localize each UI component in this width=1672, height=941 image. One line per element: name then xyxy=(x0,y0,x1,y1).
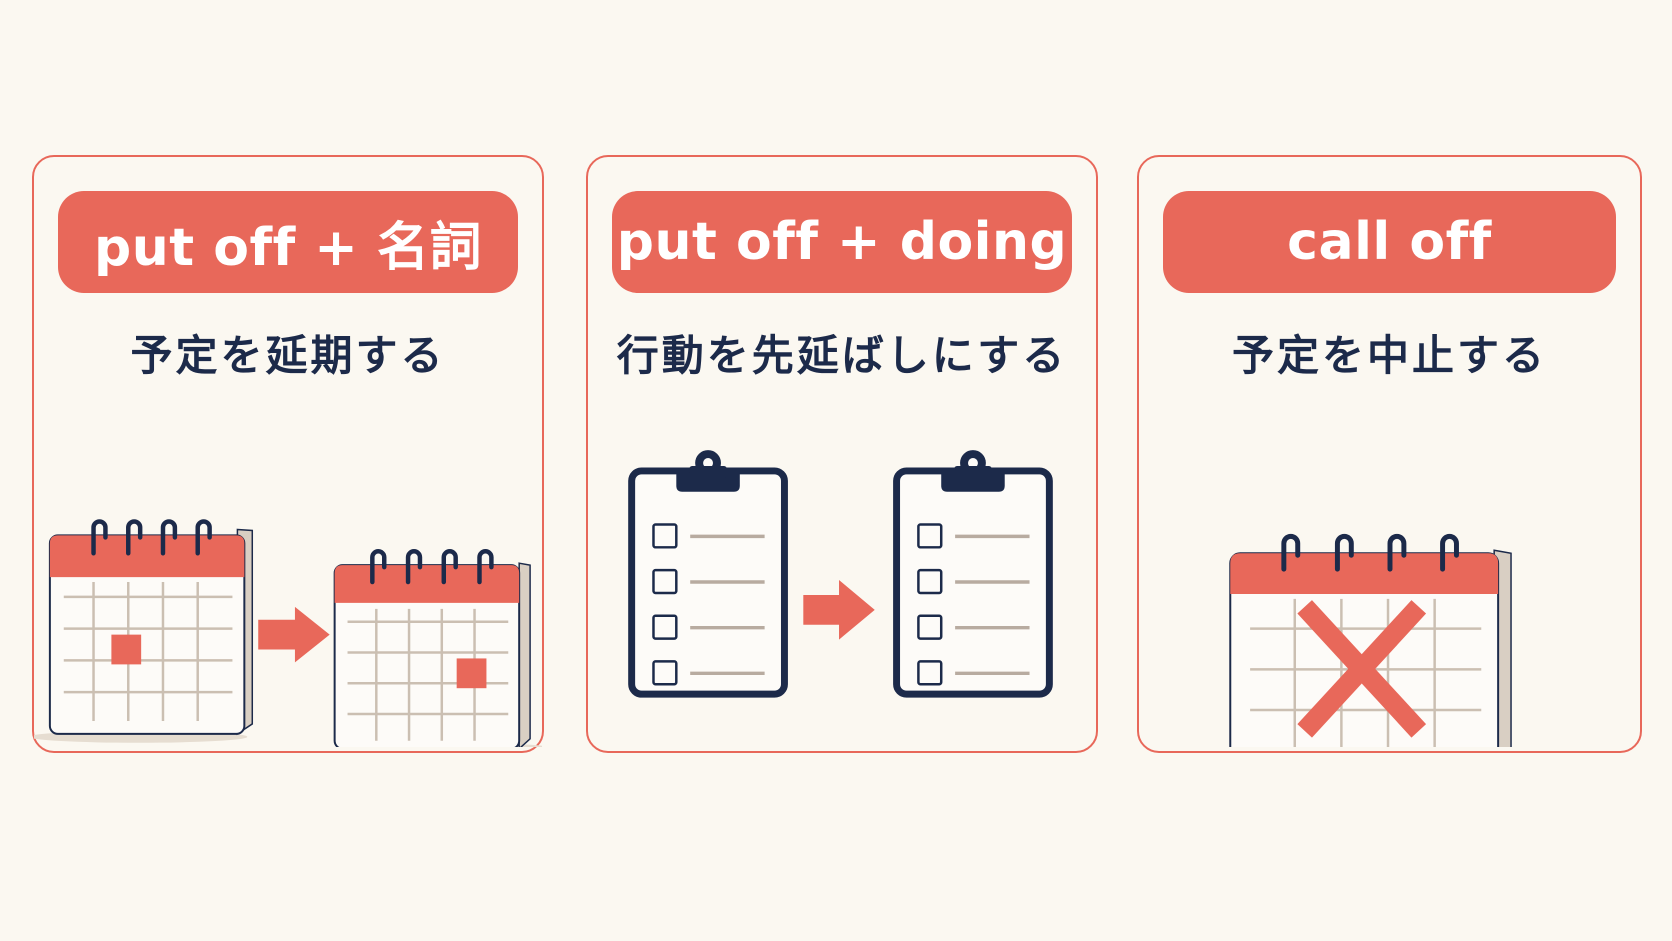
meaning-text: 予定を延期する xyxy=(130,331,446,380)
calendar-icon xyxy=(34,519,254,743)
panel-put-off-noun: put off + 名詞 予定を延期する xyxy=(32,155,544,753)
arrow-right-icon xyxy=(258,606,330,663)
panel-put-off-doing: put off + doing 行動を先延ばしにする xyxy=(586,155,1098,753)
highlighted-date xyxy=(111,634,142,665)
arrow-right-icon xyxy=(803,580,875,640)
panel-call-off: call off 予定を中止する xyxy=(1137,155,1642,753)
cancel-illustration xyxy=(1229,533,1512,747)
term-pill: put off + 名詞 xyxy=(58,191,518,293)
clipboard-checklist-icon xyxy=(893,450,1053,698)
calendar-icon xyxy=(333,549,542,747)
procrastinate-illustration xyxy=(628,450,1053,698)
term-pill: call off xyxy=(1163,191,1616,293)
cross-mark-icon xyxy=(1297,600,1427,738)
clipboard-checklist-icon xyxy=(628,450,788,698)
term-pill: put off + doing xyxy=(612,191,1072,293)
meaning-text: 予定を中止する xyxy=(1231,331,1547,380)
calendar-cancel-icon xyxy=(1229,533,1512,747)
meaning-text: 行動を先延ばしにする xyxy=(616,331,1068,380)
highlighted-date xyxy=(456,658,487,689)
postpone-illustration xyxy=(34,519,542,747)
